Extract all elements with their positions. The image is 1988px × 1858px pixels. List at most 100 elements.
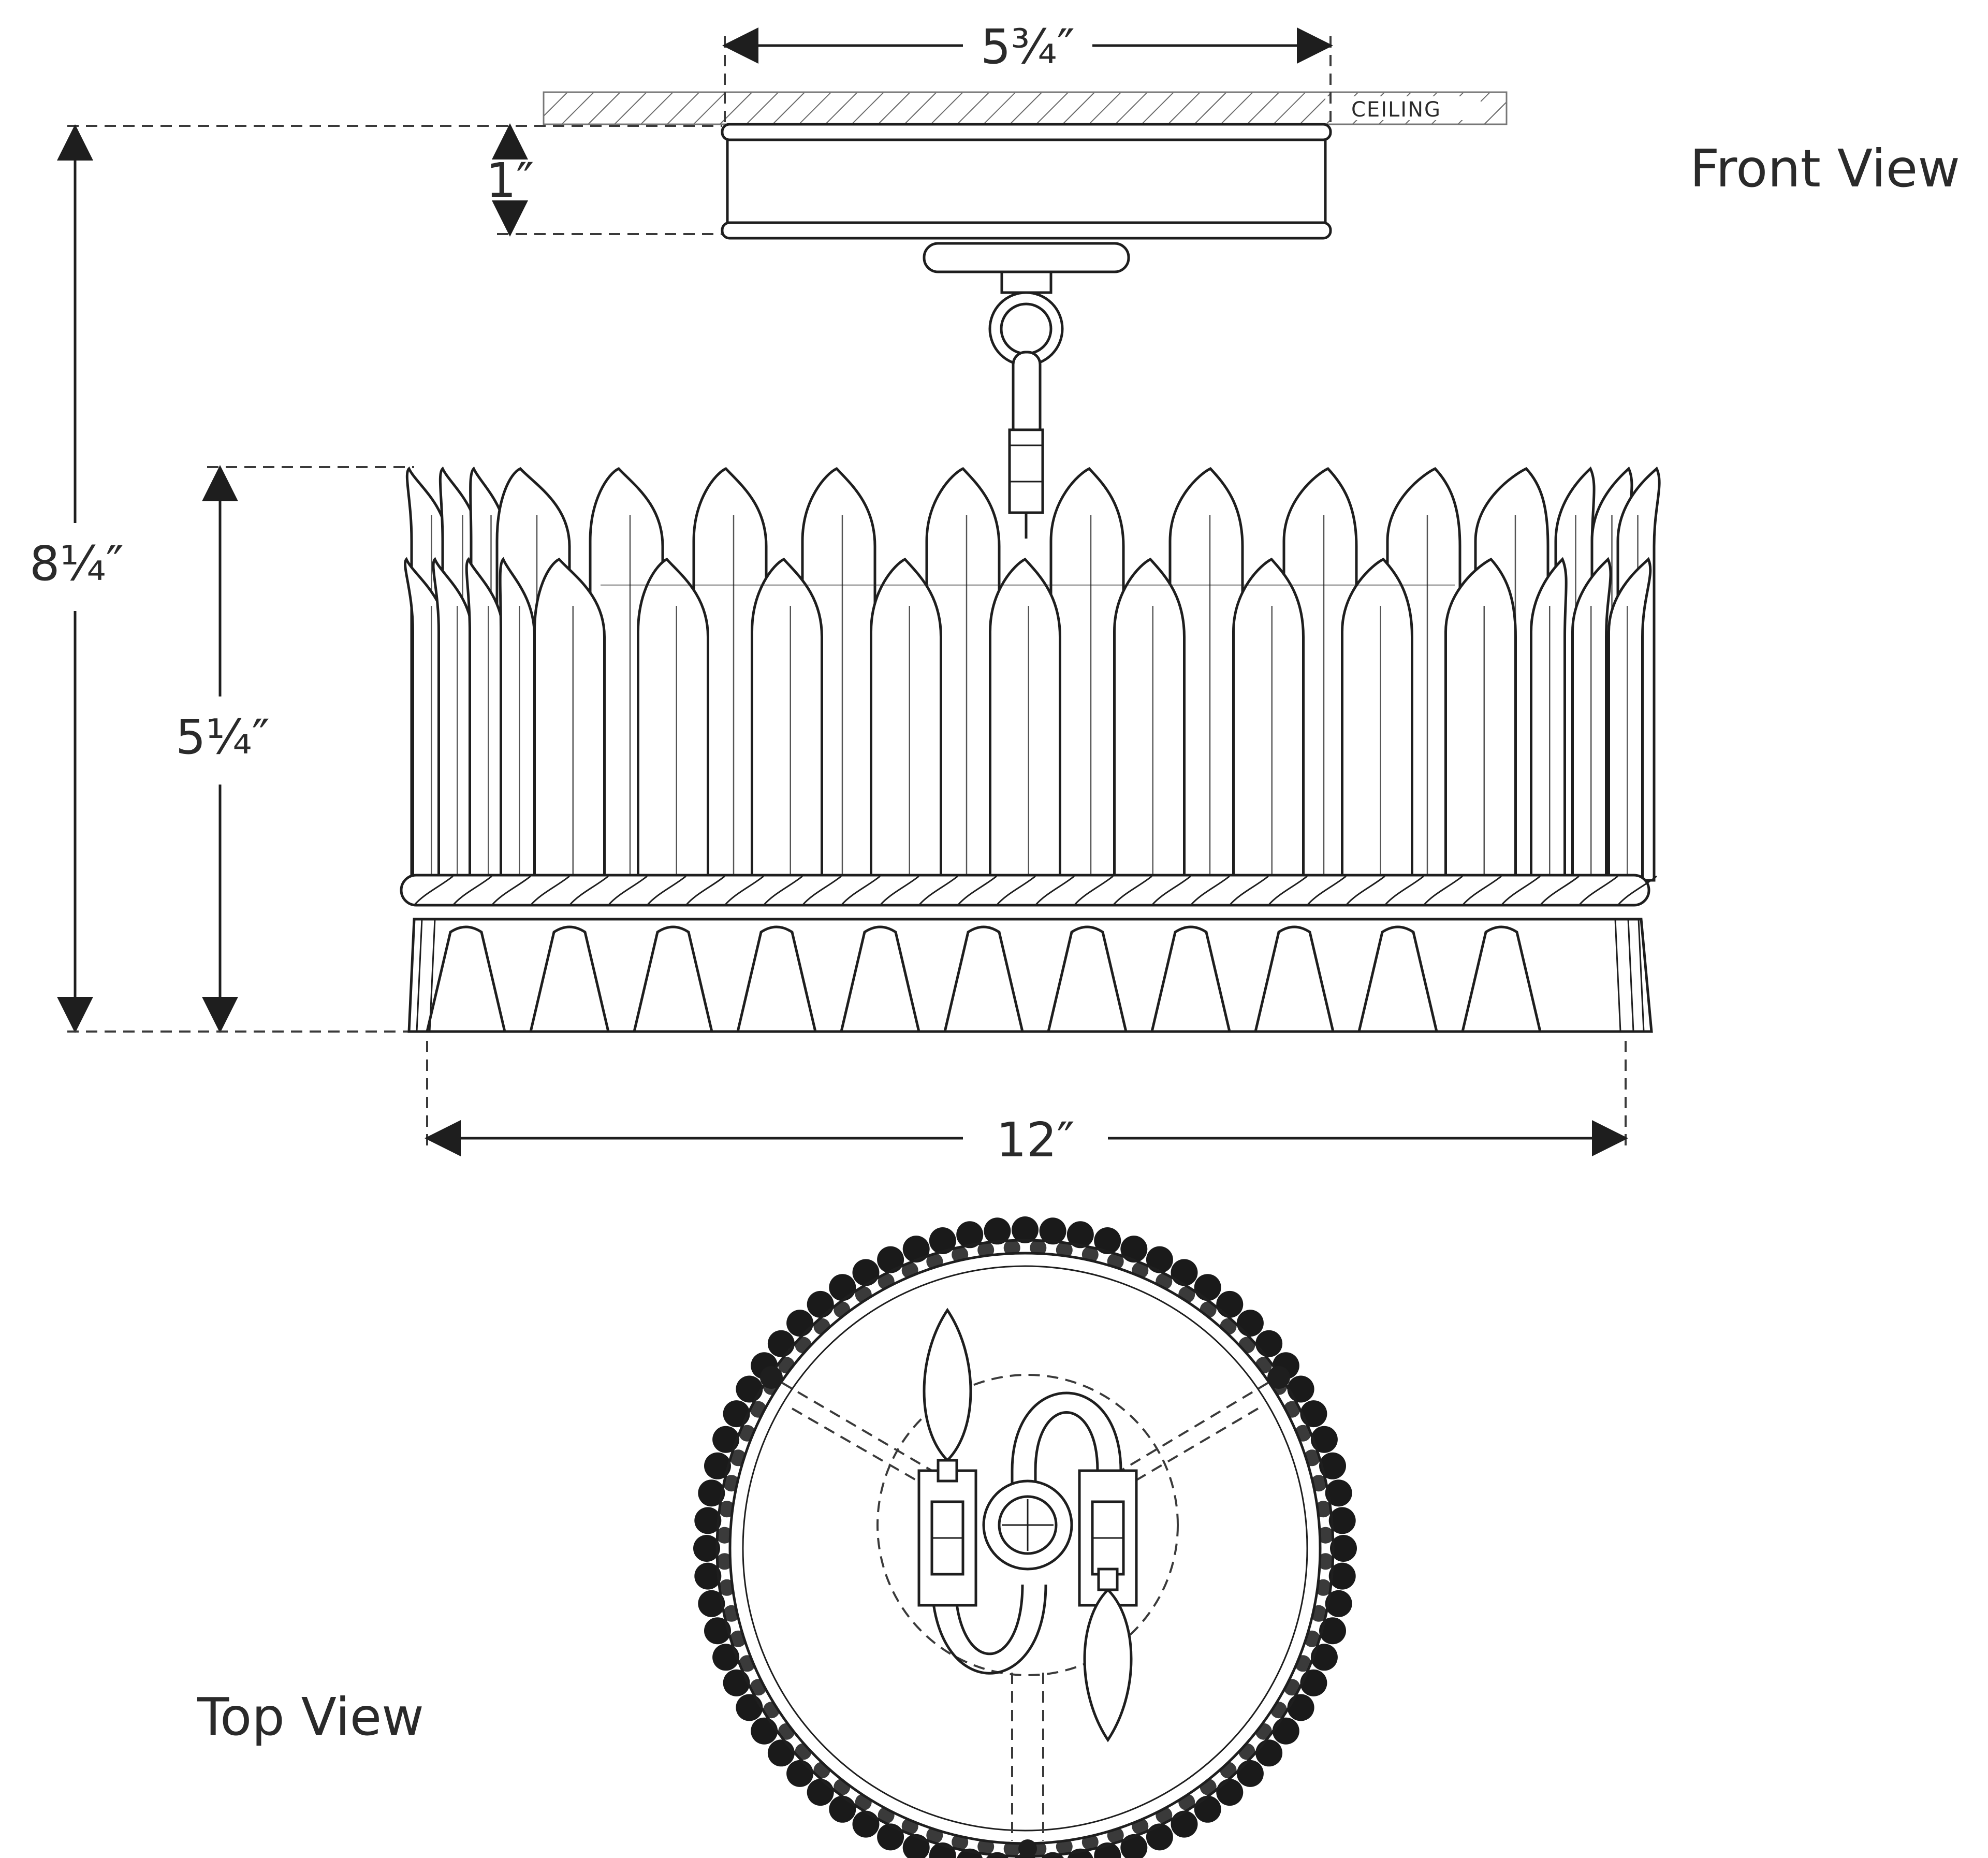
skirt-notch xyxy=(840,925,920,1032)
rim-bead xyxy=(786,1760,814,1787)
front-view: CEILING 5¾″ 1″ 8¼″ xyxy=(30,19,1960,1168)
rope-twist xyxy=(840,875,881,906)
rim-bead xyxy=(736,1375,763,1403)
rim-bead xyxy=(877,1246,904,1273)
skirt-notch xyxy=(943,925,1024,1032)
canopy-height-label: 1″ xyxy=(486,153,534,208)
canopy xyxy=(721,123,1332,240)
rope-twist xyxy=(1190,875,1230,906)
skirt-notch xyxy=(736,925,817,1032)
rim-bead xyxy=(829,1795,856,1823)
rim-bead xyxy=(723,1669,750,1696)
leaf xyxy=(1571,557,1612,882)
leaf xyxy=(925,467,1001,882)
rope-twist xyxy=(1423,875,1463,906)
rim-inner-line xyxy=(742,1265,1308,1832)
rope-twist xyxy=(413,875,454,906)
rim-bead xyxy=(698,1479,725,1507)
leaf xyxy=(637,557,709,882)
rope-twist xyxy=(1229,875,1269,906)
shade-leaves-lower-row xyxy=(404,557,1652,882)
rim-bead xyxy=(712,1644,740,1671)
skirt-notch xyxy=(1254,925,1335,1032)
rim-bead xyxy=(712,1426,740,1453)
rim-bead xyxy=(852,1259,880,1286)
skirt-notch xyxy=(1357,925,1438,1032)
leaf xyxy=(1530,557,1568,882)
leaf xyxy=(692,467,768,882)
skirt-edge-slat xyxy=(416,919,423,1032)
rope-twist xyxy=(452,875,492,906)
rim-bead xyxy=(1255,1330,1283,1357)
rim-bead xyxy=(786,1310,814,1337)
support-arms xyxy=(781,1382,1269,1841)
rim-bead xyxy=(1310,1426,1338,1453)
rim-bead xyxy=(1300,1669,1327,1696)
leaf xyxy=(499,557,536,882)
rope-twist xyxy=(646,875,686,906)
rim-bead xyxy=(956,1221,984,1249)
rim-bead xyxy=(807,1779,834,1806)
rim-bead xyxy=(1039,1217,1066,1245)
rope-band xyxy=(400,874,1657,907)
rope-twist xyxy=(568,875,609,906)
rim-bead xyxy=(929,1227,956,1254)
rim-bead-inner xyxy=(1317,1527,1334,1544)
leaf xyxy=(1444,557,1517,882)
leaf xyxy=(1607,557,1652,882)
rope-twist xyxy=(1539,875,1580,906)
rope-twist xyxy=(1151,875,1191,906)
leaf xyxy=(989,557,1061,882)
rim-bead xyxy=(877,1823,904,1851)
leaf xyxy=(1341,557,1413,882)
hanging-chain xyxy=(923,242,1130,539)
rope-twist xyxy=(1112,875,1152,906)
rim-bead xyxy=(1216,1290,1244,1318)
rim-bead xyxy=(1194,1274,1221,1301)
rim-bead xyxy=(694,1507,722,1534)
rim-bead-inner xyxy=(1003,1239,1020,1256)
rim-bead xyxy=(723,1400,750,1428)
skirt-notch xyxy=(529,925,610,1032)
rim-bead xyxy=(902,1236,930,1263)
bulb-left xyxy=(923,1308,972,1483)
rim-bead xyxy=(1319,1452,1346,1479)
rim-bead xyxy=(1216,1779,1244,1806)
rim-bead xyxy=(1146,1246,1173,1273)
rim-bead xyxy=(984,1217,1011,1245)
rim-bead xyxy=(1255,1739,1283,1767)
rim-bead xyxy=(1171,1259,1198,1286)
rim-bead xyxy=(1325,1590,1352,1617)
front-view-label: Front View xyxy=(1690,138,1960,199)
center-hub xyxy=(982,1479,1073,1571)
canopy-outline-dashed xyxy=(876,1374,1179,1676)
leaf xyxy=(432,557,474,882)
rim-bead xyxy=(1194,1795,1221,1823)
rope-twist xyxy=(1306,875,1347,906)
skirt-edge-slat xyxy=(429,919,436,1032)
skirt-edge-slat xyxy=(1638,919,1645,1032)
skirt-notch xyxy=(633,925,713,1032)
shade-height-dimension xyxy=(202,465,414,1033)
rope-twist xyxy=(1034,875,1075,906)
rope-twist xyxy=(724,875,764,906)
rim-bead xyxy=(1310,1644,1338,1671)
canopy-width-dimension xyxy=(722,27,1333,124)
rim-bead xyxy=(704,1617,731,1645)
rim-bead xyxy=(1171,1810,1198,1838)
rim-bead xyxy=(693,1535,720,1562)
candle-socket-right xyxy=(1078,1469,1138,1607)
rope-twist xyxy=(1578,875,1618,906)
shade-width-label: 12″ xyxy=(996,1112,1074,1168)
rim-bead-inner xyxy=(1003,1840,1020,1857)
canopy-height-dimension xyxy=(492,123,722,237)
overall-height-dimension xyxy=(57,124,497,1033)
candle-socket-left xyxy=(917,1469,977,1607)
rim-bead xyxy=(767,1330,795,1357)
rim-bead xyxy=(1120,1236,1148,1263)
rope-twist xyxy=(1345,875,1385,906)
overall-height-label: 8¼″ xyxy=(30,536,124,591)
top-view-label: Top View xyxy=(197,1687,424,1747)
rim-bead xyxy=(1066,1221,1094,1249)
